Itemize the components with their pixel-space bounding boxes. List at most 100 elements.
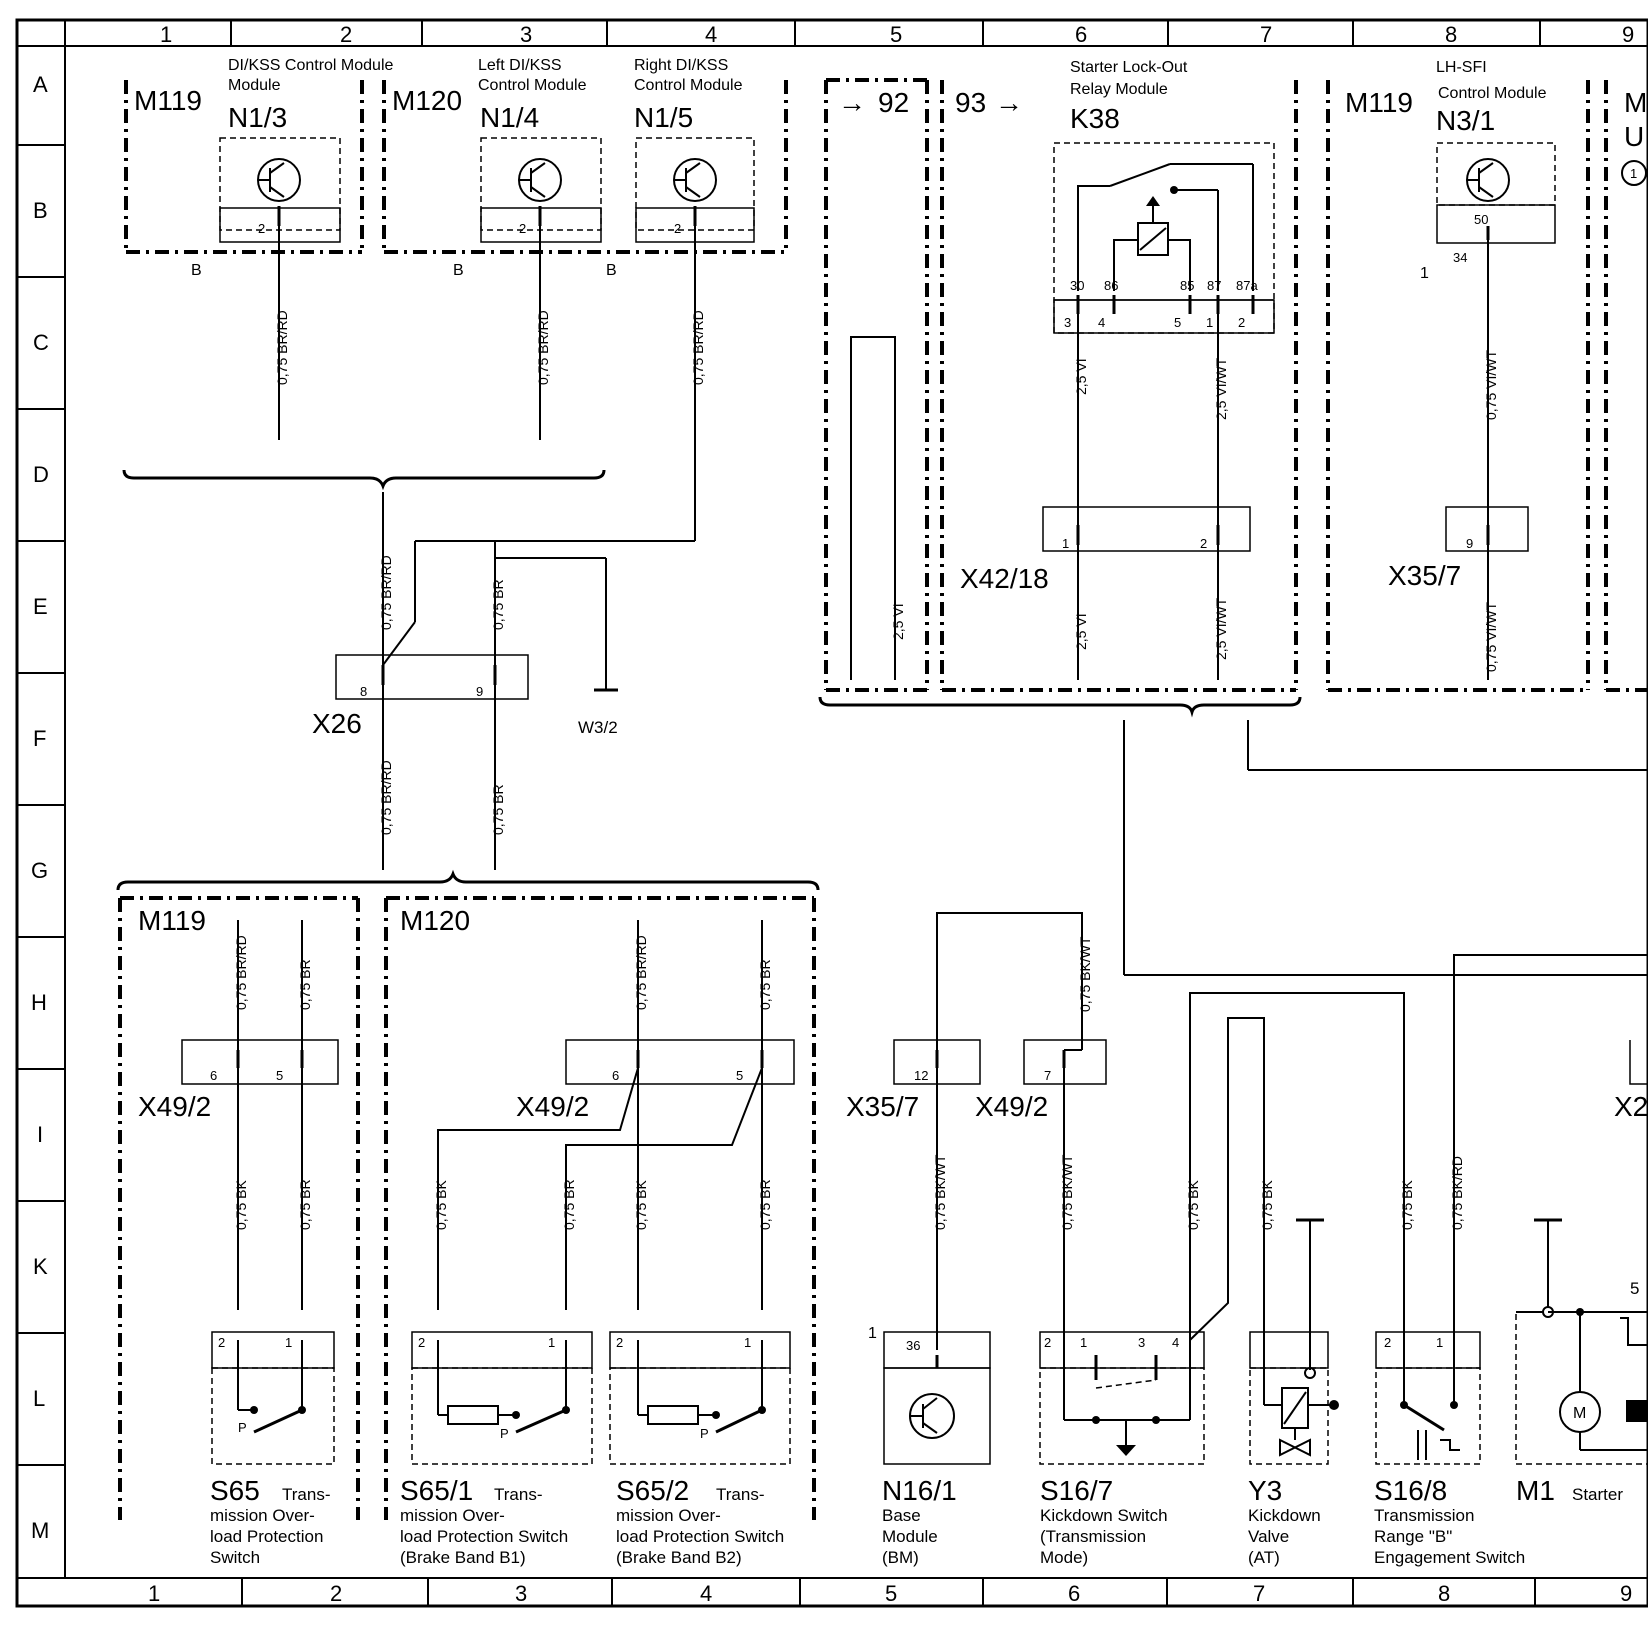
col-label: 6 [1068, 1581, 1080, 1606]
module-code: N3/1 [1436, 105, 1495, 136]
col-label: 8 [1445, 22, 1457, 47]
p-label: P [238, 1420, 247, 1435]
col-label: 5 [885, 1581, 897, 1606]
pin-label: 3 [1064, 315, 1071, 330]
caption-line: (Brake Band B1) [400, 1548, 526, 1567]
caption-line: Valve [1248, 1527, 1289, 1546]
component-code: M1 [1516, 1475, 1555, 1506]
wire-label: 0,75 BK [1259, 1180, 1275, 1230]
caption-s65-1: S65/1 Trans- mission Over- load Protecti… [400, 1475, 568, 1567]
caption-s16-8: S16/8 Transmission Range "B" Engagement … [1374, 1475, 1525, 1567]
module-name: Left DI/KSS [478, 57, 562, 74]
connector-code: X35/7 [846, 1091, 919, 1122]
caption-line: Trans- [282, 1485, 331, 1504]
pin-label: 2 [616, 1335, 623, 1350]
component-code: S65/2 [616, 1475, 689, 1506]
caption-line: Kickdown [1248, 1506, 1321, 1525]
row-label: D [33, 462, 49, 487]
module-code: N1/3 [228, 102, 287, 133]
wire-label: 0,75 BR [561, 1179, 577, 1230]
caption-line: Transmission [1374, 1506, 1474, 1525]
pin-label: 1 [868, 1325, 877, 1342]
pin-label: 2 [1238, 315, 1245, 330]
wire-label: 0,75 BR/RD [274, 310, 290, 385]
pin-label: 2 [1200, 536, 1207, 551]
n1-5-module: Right DI/KSS Control Module N1/5 2 B 0,7… [382, 57, 755, 666]
col-label: 1 [148, 1581, 160, 1606]
module-code: K38 [1070, 103, 1120, 134]
m1-starter: M 5 [1515, 1218, 1648, 1465]
terminal-label: 87a [1236, 278, 1258, 293]
wire-label: 0,75 BR/RD [233, 935, 249, 1010]
caption-line: load Protection Switch [616, 1527, 784, 1546]
caption-line: Module [882, 1527, 938, 1546]
pin-label: 2 [1044, 1335, 1051, 1350]
wire-label: 0,75 BR [490, 784, 506, 835]
connector-code: X26 [312, 708, 362, 739]
connector-code: X2 [1614, 1091, 1648, 1122]
wire-label: 0,75 BK/WT [932, 1154, 948, 1230]
connector-code: X35/7 [1388, 560, 1461, 591]
caption-line: Trans- [494, 1485, 543, 1504]
column-grid-bottom: 1 2 3 4 5 6 7 8 9 [148, 1578, 1632, 1606]
caption-line: Mode) [1040, 1548, 1088, 1567]
arrow-ref: → [995, 87, 1023, 118]
wire-label: 0,75 BR [490, 579, 506, 630]
caption-line: (BM) [882, 1548, 919, 1567]
component-code: Y3 [1248, 1475, 1282, 1506]
caption-line: Kickdown Switch [1040, 1506, 1168, 1525]
p-label: P [700, 1426, 709, 1441]
col-label: 6 [1075, 22, 1087, 47]
page-ref: 92 [878, 87, 909, 118]
wire-label: 0,75 VI/WT [1483, 350, 1499, 420]
pin-label: 2 [418, 1335, 425, 1350]
component-code: N16/1 [882, 1475, 957, 1506]
wire-label: 0,75 BR/RD [378, 555, 394, 630]
ground-side-label: B [191, 262, 202, 279]
pin-label: 1 [744, 1335, 751, 1350]
variant-label: M120 [400, 905, 470, 936]
row-label: L [33, 1386, 45, 1411]
pin-label: 5 [1174, 315, 1181, 330]
pin-label: 2 [674, 221, 681, 236]
col-label: 5 [890, 22, 902, 47]
caption-line: mission Over- [400, 1506, 505, 1525]
edge-label: 5 [1630, 1279, 1639, 1298]
pin-label: 9 [476, 684, 483, 699]
col-label: 7 [1253, 1581, 1265, 1606]
k38-relay-box: 93 → Starter Lock-Out Relay Module K38 3… [940, 59, 1298, 692]
variant-label: M119 [138, 905, 206, 936]
component-code: S16/7 [1040, 1475, 1113, 1506]
row-label: I [37, 1122, 43, 1147]
n3-1-module: M119 LH-SFI Control Module N3/1 50 34 1 … [1326, 59, 1648, 692]
pin-label: 2 [258, 221, 265, 236]
wire-label: 0,75 BR [757, 959, 773, 1010]
row-label: E [33, 594, 48, 619]
wire-label: 0,75 BK [433, 1180, 449, 1230]
pin-label: 36 [906, 1338, 920, 1353]
caption-line: load Protection Switch [400, 1527, 568, 1546]
row-label: H [31, 990, 47, 1015]
wire-label: 0,75 BR/RD [690, 310, 706, 385]
pin-label: 7 [1044, 1068, 1051, 1083]
module-name: Relay Module [1070, 81, 1168, 98]
pin-label: 6 [612, 1068, 619, 1083]
pin-label: 2 [519, 221, 526, 236]
caption-n16-1: N16/1 Base Module (BM) [882, 1475, 957, 1567]
row-label: A [33, 72, 48, 97]
s16-7-kickdown-switch: 7 X49/2 0,75 BK/WT 0,75 BK 2 1 3 4 [975, 992, 1405, 1465]
module-name: Right DI/KSS [634, 57, 728, 74]
page-ref: 93 [955, 87, 986, 118]
col-label: 4 [700, 1581, 712, 1606]
wire-label: 2,5 VI/WT [1213, 597, 1229, 660]
p-label: P [500, 1426, 509, 1441]
pin-label: 2 [218, 1335, 225, 1350]
connector-code: X49/2 [138, 1091, 211, 1122]
terminal-label: 87 [1207, 278, 1221, 293]
caption-line: mission Over- [616, 1506, 721, 1525]
variant-label: M119 [1345, 87, 1413, 118]
pin-label: 1 [1436, 1335, 1443, 1350]
note-circle-icon [1621, 160, 1647, 186]
variant-label: M119 [134, 85, 202, 116]
